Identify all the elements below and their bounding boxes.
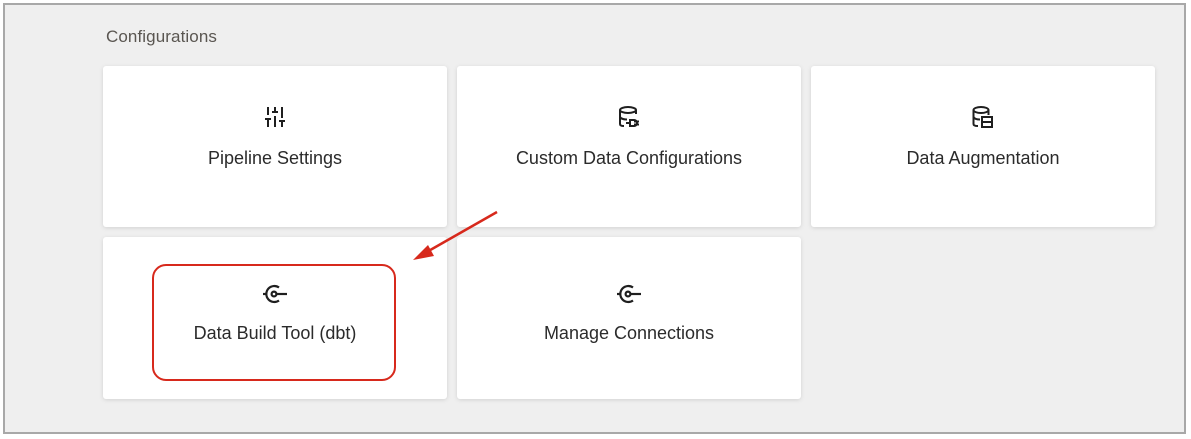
card-data-augmentation[interactable]: Data Augmentation xyxy=(811,66,1155,227)
connection-icon xyxy=(616,281,642,307)
card-label: Data Build Tool (dbt) xyxy=(193,323,357,343)
card-label: Data Augmentation xyxy=(906,148,1060,168)
sliders-icon xyxy=(262,104,288,130)
connection-icon xyxy=(262,281,288,307)
card-label: Custom Data Configurations xyxy=(515,148,743,168)
card-data-build-tool[interactable]: Data Build Tool (dbt) xyxy=(103,237,447,399)
database-plug-icon xyxy=(616,104,642,130)
card-label: Pipeline Settings xyxy=(207,148,343,168)
card-manage-connections[interactable]: Manage Connections xyxy=(457,237,801,399)
card-custom-data-configurations[interactable]: Custom Data Configurations xyxy=(457,66,801,227)
card-pipeline-settings[interactable]: Pipeline Settings xyxy=(103,66,447,227)
section-title: Configurations xyxy=(106,27,218,46)
database-table-icon xyxy=(970,104,996,130)
card-label: Manage Connections xyxy=(543,323,715,343)
